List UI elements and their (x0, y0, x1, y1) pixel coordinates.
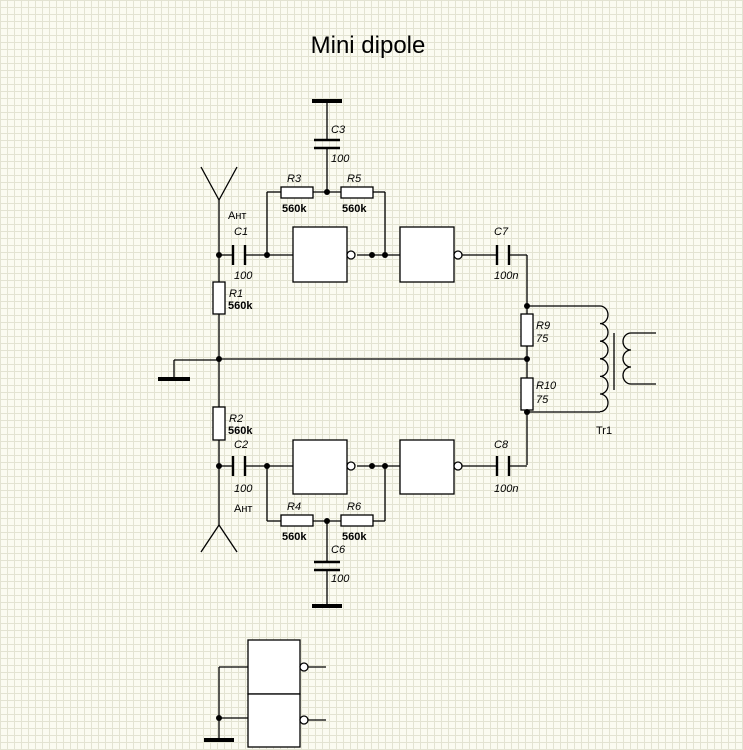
c7-value: 100n (494, 270, 518, 282)
resistor-r9 (520, 313, 534, 347)
c1-value: 100 (234, 270, 253, 282)
antenna-top (200, 166, 238, 201)
r10-value: 75 (536, 394, 549, 406)
r2-value: 560k (228, 425, 253, 437)
r3-ref: R3 (287, 173, 302, 185)
antenna-bottom (200, 524, 238, 553)
gate-chip-standalone (247, 639, 326, 748)
ground-symbols (158, 99, 342, 742)
capacitor-c1 (231, 245, 247, 265)
c1-ref: C1 (234, 226, 248, 238)
r3-value: 560k (282, 203, 307, 215)
c8-ref: C8 (494, 439, 509, 451)
transformer-label: Tr1 (596, 425, 612, 437)
resistor-r10 (520, 377, 534, 411)
capacitor-c3 (314, 138, 340, 150)
antenna-bottom-label: Ант (234, 503, 252, 515)
capacitor-c2 (231, 456, 247, 476)
capacitor-c6 (314, 560, 340, 572)
c6-ref: C6 (331, 544, 346, 556)
resistor-r2 (212, 406, 226, 441)
junctions (216, 189, 530, 721)
gate-bottom-2 (399, 439, 463, 495)
gate-top-1 (292, 226, 356, 283)
r5-value: 560k (342, 203, 367, 215)
c8-value: 100n (494, 483, 518, 495)
c7-ref: C7 (494, 226, 509, 238)
gate-bottom-1 (292, 439, 356, 495)
resistor-r6 (340, 514, 374, 527)
capacitor-c7 (495, 245, 511, 265)
r9-ref: R9 (536, 320, 550, 332)
r2-ref: R2 (229, 413, 243, 425)
gate-top-2 (399, 226, 463, 283)
c3-ref: C3 (331, 124, 346, 136)
resistor-r3 (280, 186, 314, 199)
r6-ref: R6 (347, 501, 362, 513)
r4-value: 560k (282, 531, 307, 543)
c2-ref: C2 (234, 439, 248, 451)
resistor-r1 (212, 281, 226, 315)
capacitor-c8 (495, 456, 511, 476)
diagram-title: Mini dipole (311, 32, 426, 59)
antenna-top-label: Ант (228, 210, 246, 222)
c6-value: 100 (331, 573, 350, 585)
c2-value: 100 (234, 483, 253, 495)
transformer-tr1 (599, 305, 656, 413)
r1-value: 560k (228, 300, 253, 312)
resistor-r4 (280, 514, 314, 527)
resistor-r5 (340, 186, 374, 199)
r5-ref: R5 (347, 173, 362, 185)
r9-value: 75 (536, 333, 549, 345)
r6-value: 560k (342, 531, 367, 543)
c3-value: 100 (331, 153, 350, 165)
r4-ref: R4 (287, 501, 301, 513)
r1-ref: R1 (229, 288, 243, 300)
r10-ref: R10 (536, 380, 557, 392)
